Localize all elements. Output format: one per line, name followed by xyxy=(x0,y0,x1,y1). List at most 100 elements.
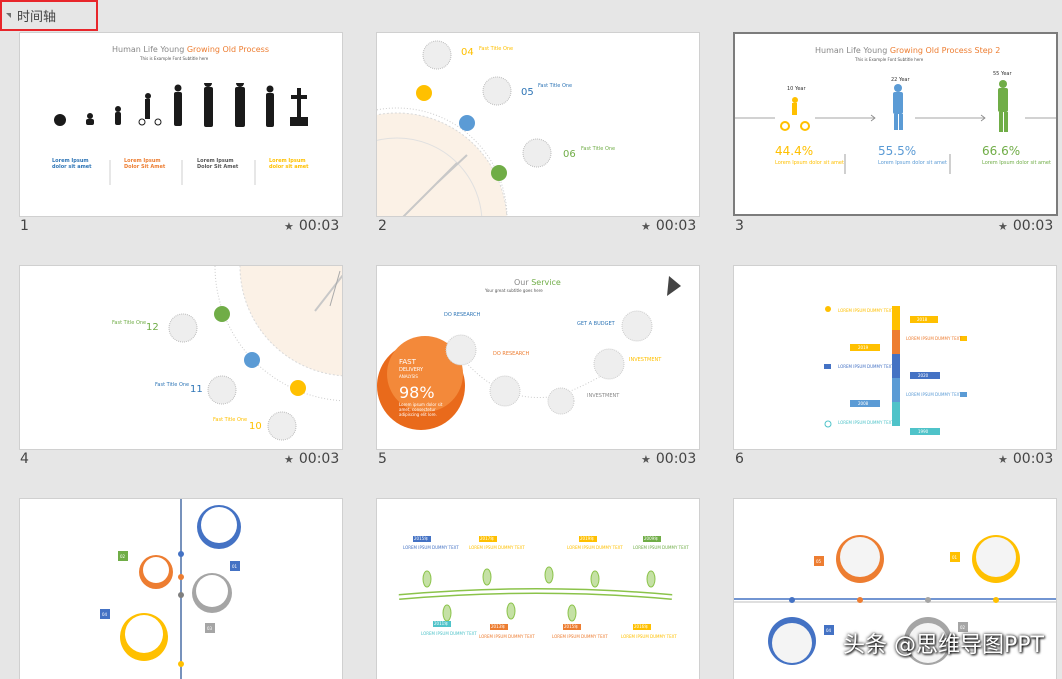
growth-arrows-figures xyxy=(735,80,1056,174)
slide-thumbnail-1[interactable]: Human Life Young Growing Old Process Thi… xyxy=(19,32,343,217)
slide-thumbnail-4[interactable]: Fast Title One 12 Fast Title One 11 Fast… xyxy=(19,265,343,450)
pin-timeline-graphic xyxy=(734,535,1056,665)
year-2020: 2020 xyxy=(918,373,929,378)
animation-star-icon[interactable]: ★ xyxy=(284,452,294,466)
big-label-1: FAST xyxy=(399,358,416,366)
step-title-11: Fast Title One xyxy=(155,382,190,388)
badge-02: 02 xyxy=(960,625,966,630)
year-5: 2011年 xyxy=(434,621,449,626)
animation-star-icon[interactable]: ★ xyxy=(998,452,1008,466)
entry-head-8: LOREM IPSUM DUMMY TEXT xyxy=(621,634,677,639)
entry-head-2: LOREM IPSUM DUMMY TEXT xyxy=(469,545,525,550)
year-7: 2015年 xyxy=(564,624,579,629)
step-number-04: 04 xyxy=(461,47,474,58)
section-header[interactable]: 时间轴 xyxy=(0,0,98,31)
badge-01: 01 xyxy=(952,555,958,560)
step-number-10: 10 xyxy=(249,421,262,432)
stage-label-2: Lorem Ipsum dolor sit amet xyxy=(878,160,947,166)
entry-head-5: LOREM IPSUM DUMMY TEXT xyxy=(838,420,894,425)
slide-number: 1 xyxy=(20,218,29,234)
service-label-5: INVESTMENT xyxy=(587,393,620,399)
year-1990: 1990 xyxy=(918,429,929,434)
service-label-1: DO RESEARCH xyxy=(444,312,481,318)
slide-subtitle: This is Example Font Subtitle here xyxy=(855,57,924,62)
badge-04: 04 xyxy=(826,628,832,633)
percent-2: 55.5% xyxy=(878,144,917,158)
section-label: 时间轴 xyxy=(17,10,57,25)
slide-title: Our Service xyxy=(514,278,561,287)
col-heading-3: Lorem Ipsum Dolor Sit Amet xyxy=(197,158,239,170)
col-heading-4: Lorem Ipsum dolor sit amet xyxy=(269,158,309,170)
step-number-11: 11 xyxy=(190,384,203,395)
year-1: 2015年 xyxy=(414,536,429,541)
slide-timing: ★00:03 xyxy=(284,218,340,234)
step-title-04: Fast Title One xyxy=(479,46,514,52)
col-heading-2: Lorem Ipsum Dolor Sit Amet xyxy=(124,158,166,170)
col-heading-1: Lorem Ipsum dolor sit amet xyxy=(52,158,92,170)
entry-head-5: LOREM IPSUM DUMMY TEXT xyxy=(421,631,477,636)
animation-star-icon[interactable]: ★ xyxy=(998,219,1008,233)
slide-thumbnail-3[interactable]: Human Life Young Growing Old Process Ste… xyxy=(733,32,1058,216)
slide-timing: ★00:03 xyxy=(641,451,697,467)
slide-number: 5 xyxy=(378,451,387,467)
bubble-timeline-graphic xyxy=(100,499,241,679)
slide-timing: ★00:03 xyxy=(284,451,340,467)
year-8: 2016年 xyxy=(634,624,649,629)
badge-05: 05 xyxy=(816,559,822,564)
big-description: Lorem ipsum dolor sit amet, consectetur … xyxy=(399,402,443,417)
entry-head-2: LOREM IPSUM DUMMY TEXT xyxy=(906,336,962,341)
step-title-10: Fast Title One xyxy=(213,417,248,423)
slide-timing: ★00:03 xyxy=(641,218,697,234)
year-2: 2017年 xyxy=(480,536,495,541)
vertical-timeline-graphic xyxy=(824,306,967,435)
entry-head-6: LOREM IPSUM DUMMY TEXT xyxy=(479,634,535,639)
year-6: 2013年 xyxy=(491,624,506,629)
stage-label-1: Lorem Ipsum dolor sit amet xyxy=(775,160,844,166)
slide-thumbnail-8[interactable]: 2015年 2017年 2019年 2009年 2011年 2013年 2015… xyxy=(376,498,700,679)
step-title-12: Fast Title One xyxy=(112,320,147,326)
step-number-06: 06 xyxy=(563,149,576,160)
animation-star-icon[interactable]: ★ xyxy=(641,219,651,233)
clock-timeline-graphic xyxy=(377,40,552,216)
column-dividers xyxy=(109,160,256,185)
clock-timeline-graphic xyxy=(168,266,342,441)
step-number-05: 05 xyxy=(521,87,534,98)
year-label-2: 22 Year xyxy=(891,77,910,83)
year-2008: 2008 xyxy=(858,401,869,406)
slide-timing: ★00:03 xyxy=(998,451,1054,467)
slide-thumbnail-9[interactable]: 05 01 04 02 xyxy=(733,498,1057,679)
step-number-12: 12 xyxy=(146,322,159,333)
bamboo-timeline-graphic xyxy=(398,536,673,630)
entry-head-3: LOREM IPSUM DUMMY TEXT xyxy=(838,364,894,369)
percent-3: 66.6% xyxy=(982,144,1021,158)
big-label-3: ANALYSIS xyxy=(399,374,418,379)
badge-03: 03 xyxy=(207,626,213,631)
year-2018: 2018 xyxy=(917,317,928,322)
year-3: 2019年 xyxy=(580,536,595,541)
service-label-3: GET A BUDGET xyxy=(577,321,615,327)
slide-subtitle: This is Example Font Subtitle here xyxy=(140,56,209,61)
entry-head-4: LOREM IPSUM DUMMY TEXT xyxy=(906,392,962,397)
animation-star-icon[interactable]: ★ xyxy=(641,452,651,466)
slide-timing: ★00:03 xyxy=(998,218,1054,234)
slide-thumbnail-6[interactable]: 2018 2019 2020 2008 1990 LOREM IPSUM DUM… xyxy=(733,265,1057,450)
year-label-1: 10 Year xyxy=(787,86,806,92)
slide-thumbnail-5[interactable]: Our Service Your great subtitle goes her… xyxy=(376,265,700,450)
slide-number: 3 xyxy=(735,218,744,234)
step-title-06: Fast Title One xyxy=(581,146,616,152)
badge-01: 01 xyxy=(232,564,238,569)
year-2019: 2019 xyxy=(858,345,869,350)
year-4: 2009年 xyxy=(644,536,659,541)
percent-1: 44.4% xyxy=(775,144,814,158)
slide-subtitle: Your great subtitle goes here xyxy=(485,288,543,293)
slide-thumbnail-2[interactable]: 04 Fast Title One 05 Fast Title One 06 F… xyxy=(376,32,700,217)
slide-number: 6 xyxy=(735,451,744,467)
big-percent: 98% xyxy=(399,383,435,402)
year-label-3: 55 Year xyxy=(993,71,1012,77)
slide-thumbnail-7[interactable]: 02 01 04 03 xyxy=(19,498,343,679)
entry-head-4: LOREM IPSUM DUMMY TEXT xyxy=(633,545,689,550)
watermark-text: 头条 @思维导图PPT xyxy=(843,633,1044,658)
animation-star-icon[interactable]: ★ xyxy=(284,219,294,233)
entry-head-1: LOREM IPSUM DUMMY TEXT xyxy=(403,545,459,550)
collapse-triangle-icon[interactable] xyxy=(6,13,11,18)
